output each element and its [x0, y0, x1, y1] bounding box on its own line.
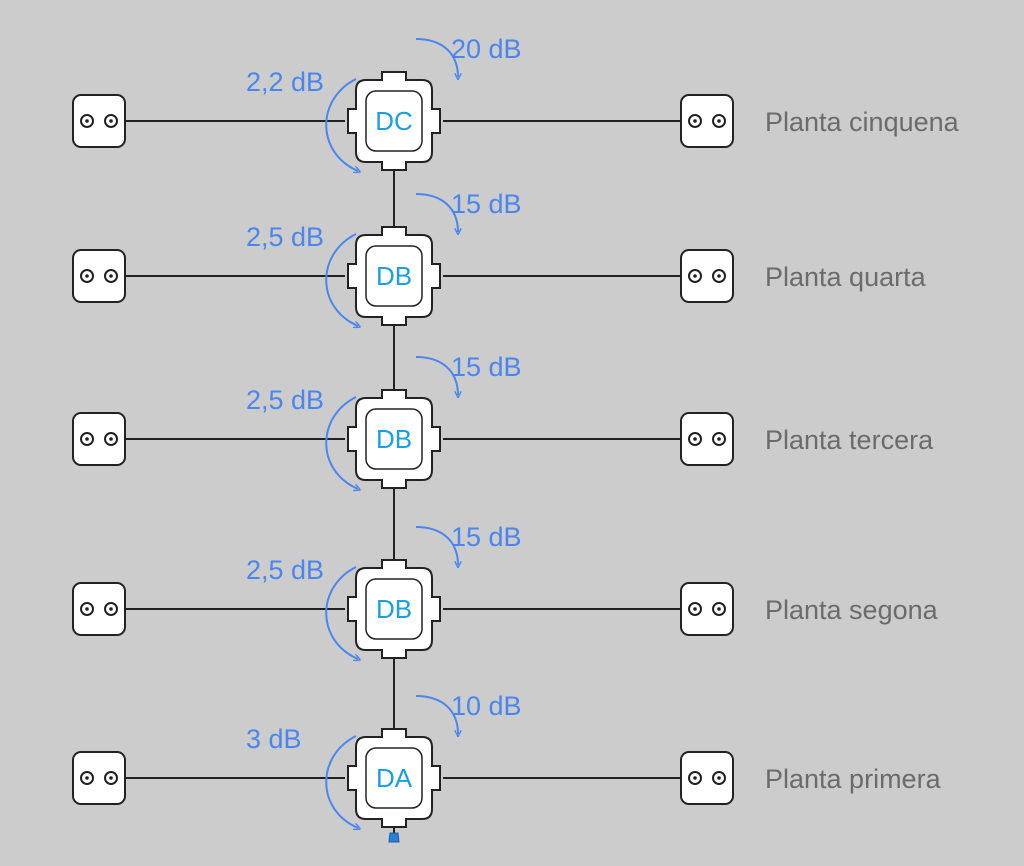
through-loss-arrow — [325, 233, 358, 326]
socket-pin — [693, 274, 697, 278]
tap-loss-arrow — [415, 38, 458, 77]
outlet-left — [72, 582, 126, 636]
tap-loss-label: 10 dB — [451, 691, 522, 721]
tap-loss-arrow — [415, 695, 458, 734]
outlet-right — [680, 412, 734, 466]
floor-label: Planta primera — [765, 764, 941, 794]
tap-loss-label: 20 dB — [451, 34, 522, 64]
tap-loss-label: 15 dB — [451, 352, 522, 382]
socket-pin — [693, 607, 697, 611]
device-type-label: DB — [375, 594, 413, 624]
tap-device-inner — [365, 90, 423, 152]
device-type-label: DC — [375, 106, 413, 136]
socket-pin — [109, 776, 113, 780]
device-type-label: DA — [375, 763, 413, 793]
floor-label: Planta cinquena — [765, 107, 959, 137]
socket-pin — [109, 437, 113, 441]
through-loss-arrow — [325, 735, 358, 828]
through-loss-arrow — [325, 396, 358, 489]
socket-pin — [109, 119, 113, 123]
socket-pin — [85, 119, 89, 123]
socket-pin — [717, 607, 721, 611]
socket-pin — [717, 119, 721, 123]
outlet-left — [72, 249, 126, 303]
outlet-box — [72, 582, 126, 636]
socket-pin — [85, 437, 89, 441]
outlet-right — [680, 249, 734, 303]
cable-layer — [125, 120, 681, 833]
tap-device-inner — [365, 578, 423, 640]
arrow-layer — [325, 38, 458, 828]
outlet-box — [72, 249, 126, 303]
outlet-box — [72, 412, 126, 466]
tap-loss-arrow — [415, 193, 458, 232]
socket-pin — [717, 274, 721, 278]
through-loss-label: 2,5 dB — [246, 555, 325, 585]
outlet-left — [72, 412, 126, 466]
terminator-load — [388, 832, 400, 843]
outlet-box — [72, 751, 126, 805]
socket-pin — [717, 437, 721, 441]
device-layer — [72, 71, 734, 843]
socket-pin — [693, 119, 697, 123]
outlet-box — [72, 94, 126, 148]
outlet-box — [680, 751, 734, 805]
outlet-left — [72, 751, 126, 805]
outlet-box — [680, 249, 734, 303]
floor-label: Planta segona — [765, 595, 938, 625]
tap-loss-arrow — [415, 526, 458, 565]
outlet-right — [680, 751, 734, 805]
floor-label: Planta quarta — [765, 262, 926, 292]
tap-device-inner — [365, 245, 423, 307]
device-type-label: DB — [375, 261, 413, 291]
through-loss-label: 2,5 dB — [246, 222, 325, 252]
socket-pin — [693, 776, 697, 780]
through-loss-label: 2,5 dB — [246, 385, 325, 415]
socket-pin — [85, 776, 89, 780]
tap-device-inner — [365, 408, 423, 470]
floor-label: Planta tercera — [765, 425, 934, 455]
socket-pin — [85, 274, 89, 278]
device-type-label: DB — [375, 424, 413, 454]
through-loss-arrow — [325, 78, 358, 171]
tap-loss-arrow — [415, 356, 458, 395]
socket-pin — [717, 776, 721, 780]
through-loss-label: 2,2 dB — [246, 67, 325, 97]
socket-pin — [109, 607, 113, 611]
outlet-box — [680, 94, 734, 148]
outlet-box — [680, 412, 734, 466]
through-loss-label: 3 dB — [246, 724, 302, 754]
tap-loss-label: 15 dB — [451, 189, 522, 219]
tap-loss-label: 15 dB — [451, 522, 522, 552]
outlet-left — [72, 94, 126, 148]
outlet-right — [680, 582, 734, 636]
socket-pin — [85, 607, 89, 611]
tap-device-inner — [365, 747, 423, 809]
outlet-box — [680, 582, 734, 636]
socket-pin — [109, 274, 113, 278]
through-loss-arrow — [325, 566, 358, 659]
outlet-right — [680, 94, 734, 148]
socket-pin — [693, 437, 697, 441]
